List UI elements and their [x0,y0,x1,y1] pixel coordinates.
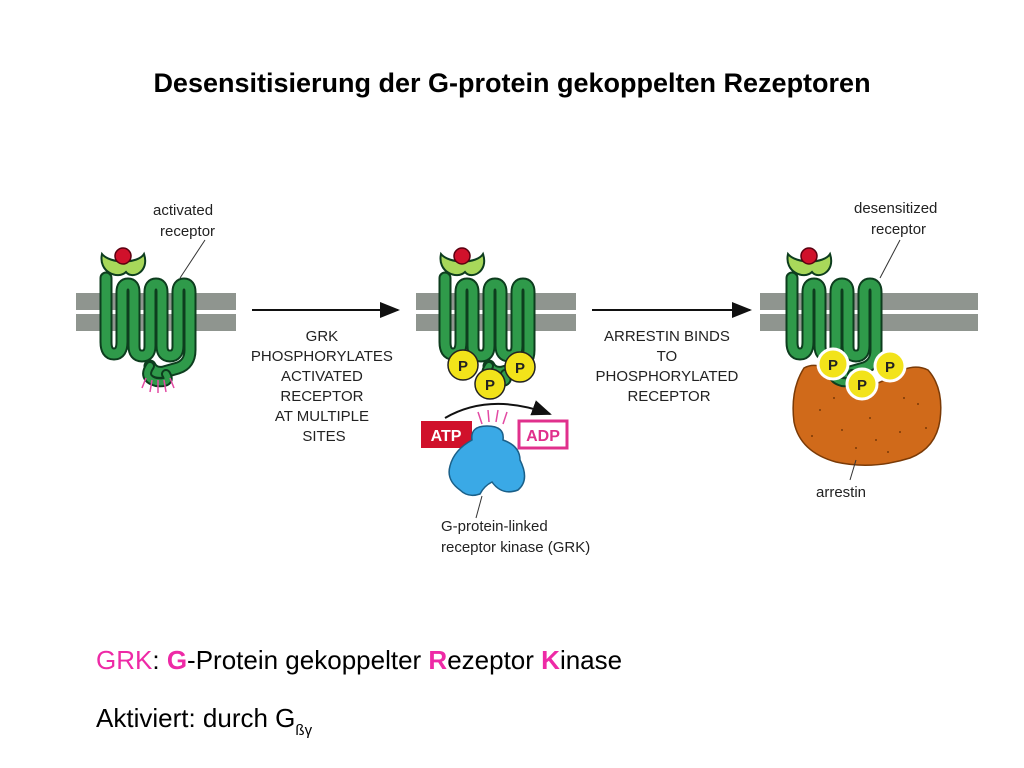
atp-to-adp-arrow [444,400,552,419]
desensitization-diagram: activated receptor GRK PHOSPHORYLATES AC… [76,200,978,556]
pointer-line [879,239,901,279]
svg-text:P: P [515,360,525,377]
arrestin-texture [811,397,927,453]
phosphate-group: P [873,349,907,383]
svg-text:P: P [458,358,468,375]
phosphate-group: P [474,368,506,400]
grk-definition: GRK: G-Protein gekoppelter Rezeptor Kina… [96,645,623,675]
membrane-stage-3 [760,293,978,331]
page-title: Desensitisierung der G-protein gekoppelt… [153,68,871,98]
pointer-line [179,239,206,279]
grk-enzyme [448,425,526,497]
kinase-activity-rays [477,409,508,425]
grk-abbreviation: GRK [96,645,153,675]
phosphate-group: P [816,347,850,381]
pointer-line [849,459,857,481]
atp-box: ATP [421,421,472,448]
phosphate-group: P [845,367,879,401]
pointer-line [475,495,483,519]
letter-k: K [541,645,560,675]
activated-receptor-label: activated receptor [153,202,217,240]
letter-r: R [428,645,448,675]
arrestin-label: arrestin [816,484,866,501]
desensitized-receptor-label: desensitized receptor [854,200,942,238]
adp-box: ADP [517,419,569,450]
svg-text:P: P [885,359,895,376]
activation-rays [141,377,175,393]
svg-text:P: P [828,357,838,374]
svg-text:P: P [857,377,867,394]
beta-gamma-subscript: ßγ [295,722,313,739]
phosphate-group: P [504,351,536,383]
svg-text:ADP: ADP [526,428,560,445]
grk-label: G-protein-linked receptor kinase (GRK) [441,518,590,556]
phosphate-group: P [447,349,479,381]
svg-text:ATP: ATP [431,428,462,445]
letter-g: G [166,645,188,675]
step-1-text: GRK PHOSPHORYLATES ACTIVATED RECEPTOR AT… [251,328,397,445]
phosphate-groups-stage-3: P P P [816,347,907,401]
activation-note: Aktiviert: durch Gßγ [96,703,313,739]
phosphate-groups-stage-2: P P P [447,349,536,400]
step-2-text: ARRESTIN BINDS TO PHOSPHORYLATED RECEPTO… [596,328,743,405]
svg-text:P: P [485,377,495,394]
